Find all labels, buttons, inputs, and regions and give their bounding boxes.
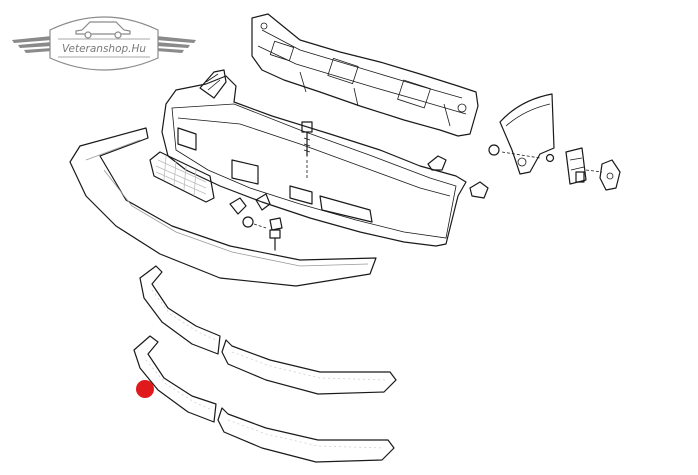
bumper-trim-strip-lower-left[interactable] — [133, 335, 217, 423]
grille-insert — [149, 151, 215, 203]
bumper-clips — [229, 155, 489, 215]
vintage-car-icon — [75, 21, 131, 39]
logo-wing-left — [12, 36, 52, 53]
logo-text: Veteranshop.Hu — [62, 43, 146, 55]
bumper-trim-strip-upper-left — [139, 265, 221, 355]
bumper-mount-hardware — [488, 144, 621, 191]
bumper-trim-strip-upper-right — [221, 339, 397, 395]
selected-part-marker — [136, 380, 154, 398]
mounting-bolt-upper — [301, 121, 313, 180]
fender-corner — [499, 93, 555, 175]
radiator-support-frame — [251, 13, 479, 137]
bumper-trim-strip-lower-right — [217, 407, 395, 463]
veteranshop-logo[interactable]: Veteranshop.Hu — [12, 16, 196, 71]
front-bumper-cover — [161, 69, 467, 247]
logo-wing-right — [156, 36, 196, 53]
mounting-bolt-lower — [242, 216, 283, 251]
front-lower-spoiler — [69, 127, 377, 287]
